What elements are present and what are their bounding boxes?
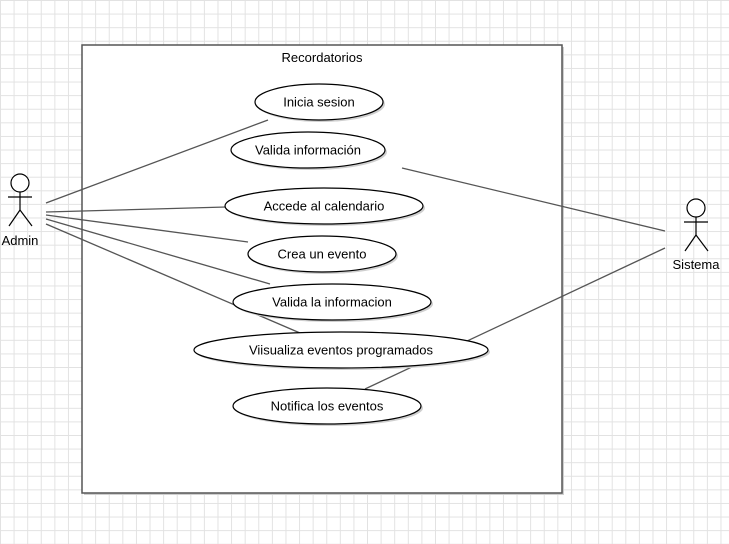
association-admin-accede-calendario xyxy=(45,206,227,213)
association-admin-inicia-sesion xyxy=(45,119,269,204)
use-case-accede-calendario[interactable]: Accede al calendario xyxy=(224,187,425,226)
use-case-label: Notifica los eventos xyxy=(271,399,384,414)
use-case-valida-informacion[interactable]: Valida información xyxy=(230,131,387,170)
stick-figure-icon xyxy=(684,198,709,252)
actor-sistema[interactable]: Sistema xyxy=(673,198,721,272)
use-case-label: Inicia sesion xyxy=(283,95,355,110)
association-sistema-valida-informacion xyxy=(401,167,666,232)
actor-label: Sistema xyxy=(673,257,721,272)
use-case-visualiza-eventos[interactable]: Viisualiza eventos programados xyxy=(193,331,490,370)
stick-figure-icon xyxy=(8,173,33,227)
use-case-valida-la-informacion[interactable]: Valida la informacion xyxy=(232,283,433,322)
use-case-notifica-eventos[interactable]: Notifica los eventos xyxy=(232,387,423,426)
use-case-label: Viisualiza eventos programados xyxy=(249,343,434,358)
use-case-inicia-sesion[interactable]: Inicia sesion xyxy=(254,83,385,122)
use-case-label: Valida información xyxy=(255,143,361,158)
use-case-label: Crea un evento xyxy=(278,247,367,262)
system-title: Recordatorios xyxy=(282,50,363,65)
actor-label: Admin xyxy=(2,233,39,248)
association-admin-valida-la-informacion xyxy=(45,218,271,285)
use-case-label: Valida la informacion xyxy=(272,295,392,310)
use-case-crea-evento[interactable]: Crea un evento xyxy=(247,235,398,274)
actor-admin[interactable]: Admin xyxy=(2,173,39,248)
association-admin-crea-evento xyxy=(45,214,249,243)
use-case-label: Accede al calendario xyxy=(264,199,385,214)
